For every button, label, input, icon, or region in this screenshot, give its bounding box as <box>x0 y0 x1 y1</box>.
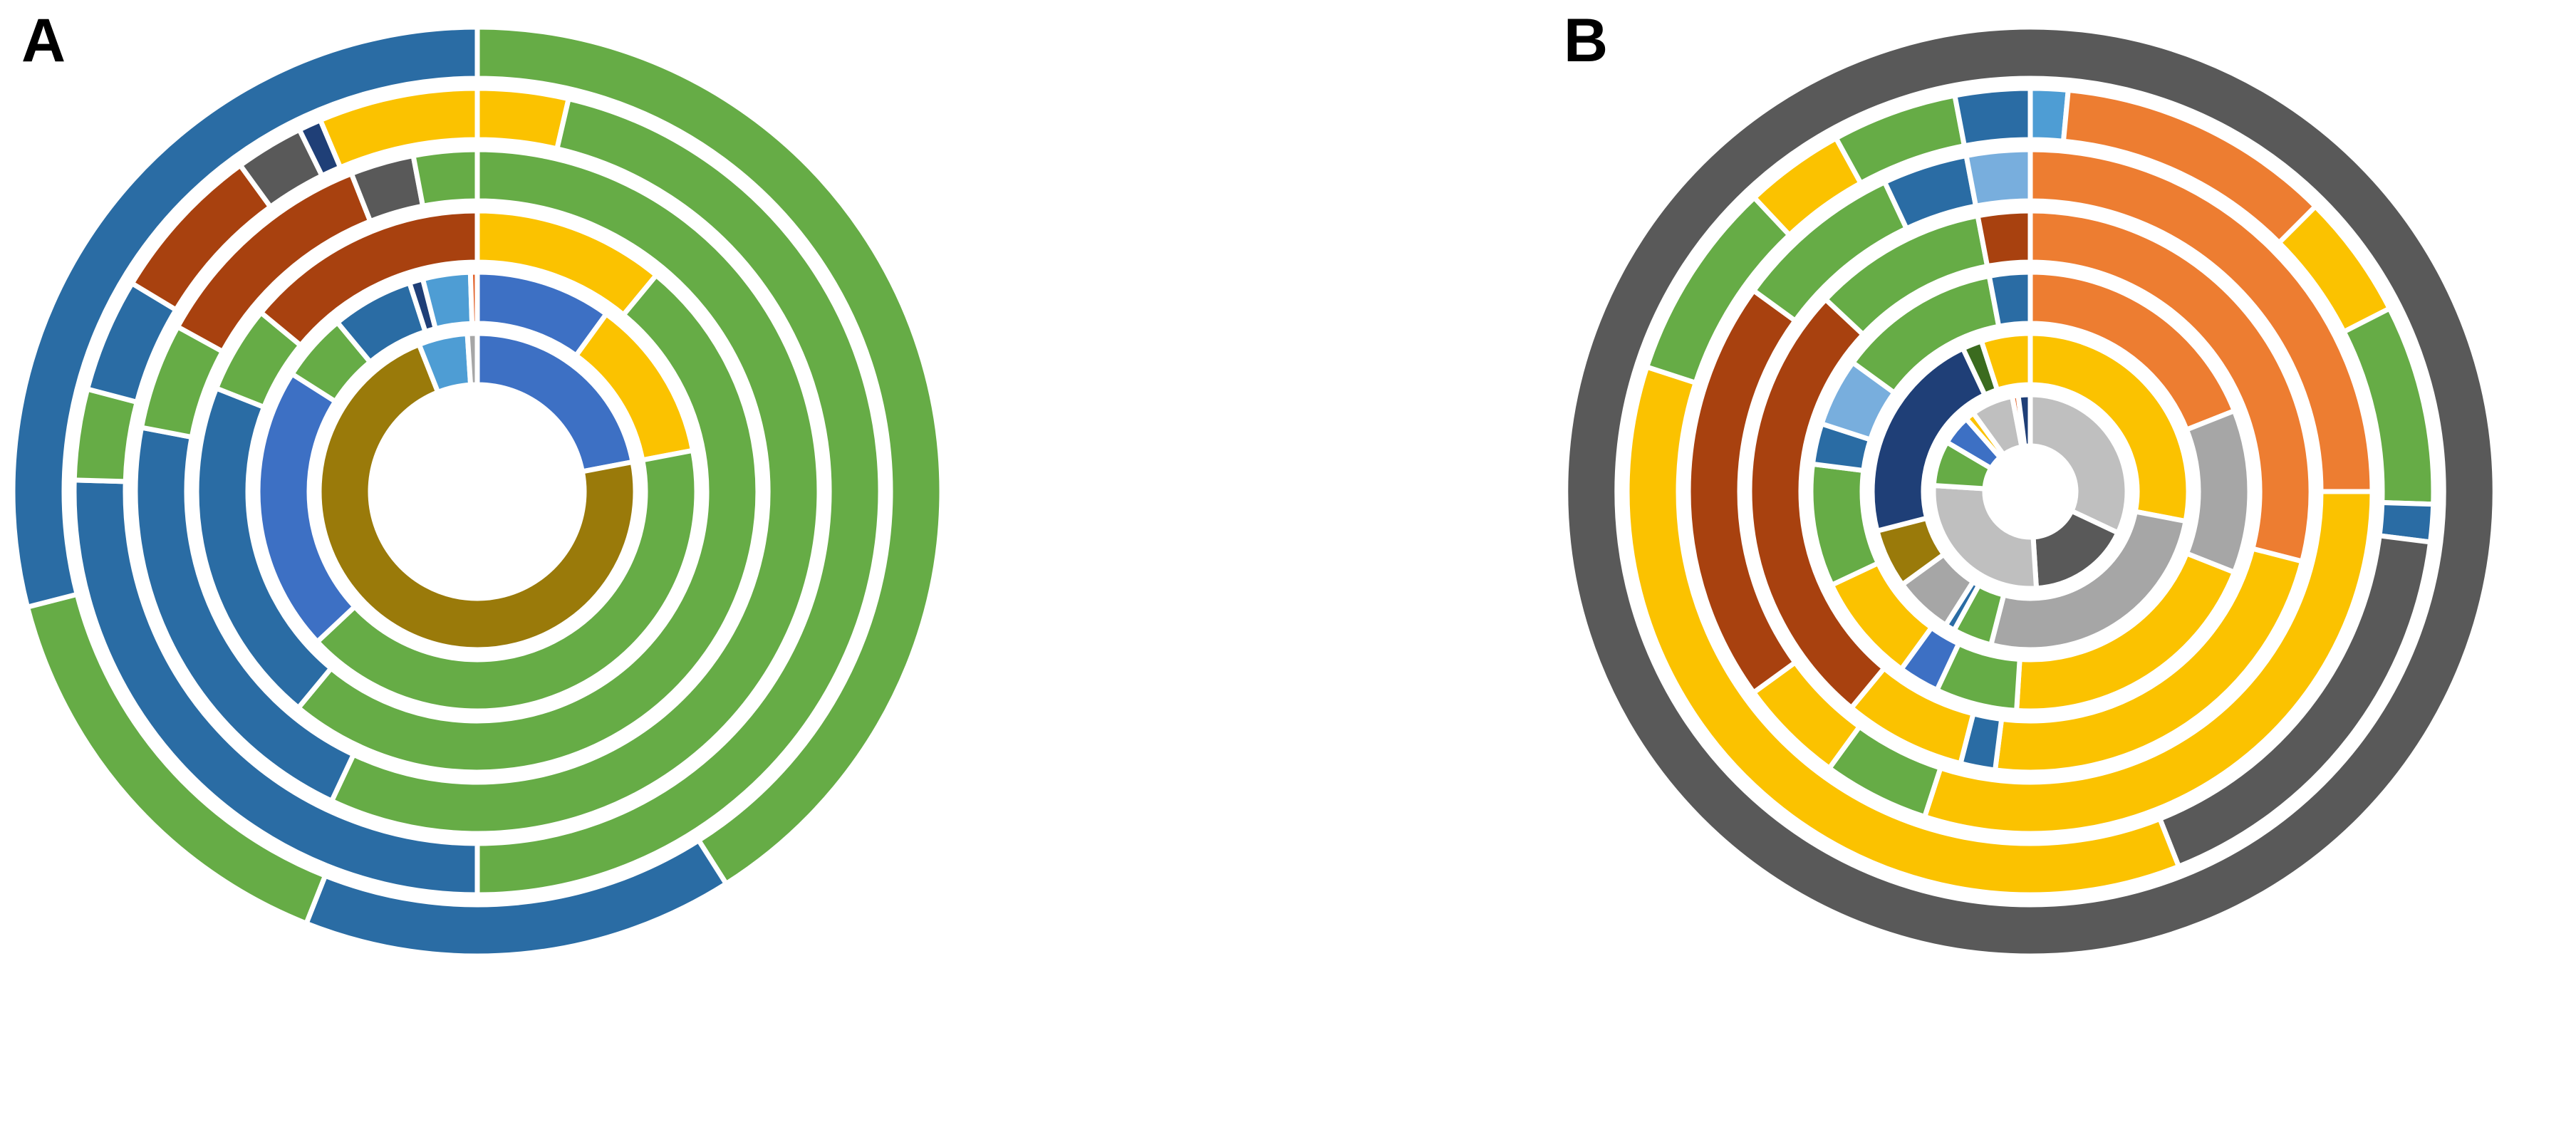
ring-segment <box>316 341 638 653</box>
ring-2 <box>71 85 883 898</box>
ring-segment <box>1975 208 2033 269</box>
ring-segment <box>1988 509 2189 653</box>
ring-segment <box>317 85 480 171</box>
ring-segment <box>10 24 480 611</box>
ring-segment <box>474 85 572 152</box>
panel-b-ring-chart <box>1563 24 2498 959</box>
ring-segment <box>2183 407 2253 576</box>
ring-5 <box>255 269 700 714</box>
ring-3 <box>1686 147 2375 836</box>
ring-6 <box>316 331 638 653</box>
ring-7 <box>1931 392 2130 591</box>
ring-1 <box>10 24 945 959</box>
ring-segment <box>294 271 761 775</box>
panel-b: B <box>1318 0 2576 1132</box>
ring-segment <box>2015 392 2033 450</box>
ring-segment <box>1978 331 2033 393</box>
ring-segment <box>474 95 883 898</box>
panel-b-label: B <box>1564 6 1608 75</box>
panel-a-label: A <box>21 6 66 75</box>
ring-segment <box>1563 24 2498 959</box>
panel-a-ring-chart <box>10 24 945 959</box>
ring-1 <box>1563 24 2498 959</box>
ring-segment <box>2027 331 2191 524</box>
ring-segment <box>410 147 480 209</box>
ring-segment <box>257 208 480 349</box>
ring-segment <box>328 147 822 836</box>
ring-segment <box>2027 392 2130 536</box>
ring-segment <box>1963 147 2033 209</box>
panel-a: A <box>0 0 1258 1132</box>
ring-segment <box>1931 482 2040 591</box>
ring-2 <box>1624 85 2436 898</box>
ring-segment <box>71 385 140 484</box>
ring-4 <box>194 208 761 775</box>
ring-segment <box>1951 85 2033 149</box>
ring-segment <box>464 331 480 388</box>
ring-4 <box>1747 208 2314 775</box>
ring-6 <box>1869 331 2191 653</box>
ring-segment <box>1808 461 1882 588</box>
ring-3 <box>133 147 822 836</box>
ring-5 <box>1808 269 2253 714</box>
ring-segment <box>313 447 700 714</box>
ring-segment <box>467 269 480 326</box>
ring-segment <box>1986 269 2033 330</box>
